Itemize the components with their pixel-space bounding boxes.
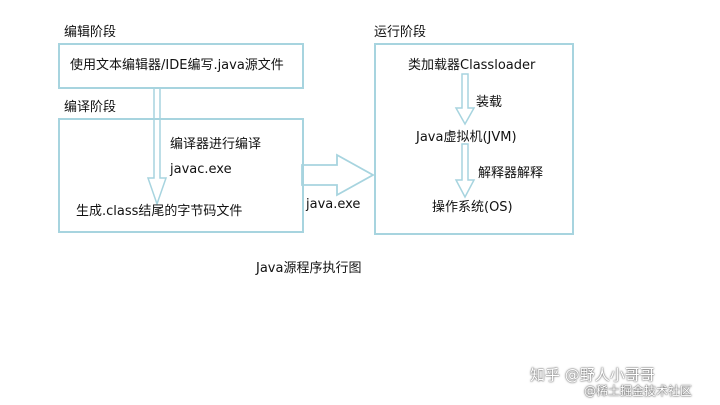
compile-to-run-arrow bbox=[301, 153, 375, 197]
compile-tool-label: javac.exe bbox=[170, 162, 232, 177]
edit-stage-box bbox=[58, 43, 304, 89]
run-os-label: 操作系统(OS) bbox=[432, 200, 513, 215]
compile-step-label: 编译器进行编译 bbox=[170, 137, 262, 152]
diagram-caption: Java源程序执行图 bbox=[256, 261, 362, 276]
run-stage-box bbox=[374, 43, 574, 235]
compile-stage-box bbox=[58, 118, 304, 233]
run-interpret-label: 解释器解释 bbox=[478, 166, 544, 181]
connector-label: java.exe bbox=[306, 197, 361, 212]
watermark-secondary: @稀土掘金技术社区 bbox=[584, 384, 693, 398]
run-loader-label: 类加载器Classloader bbox=[408, 58, 536, 73]
edit-stage-title: 编辑阶段 bbox=[64, 25, 117, 40]
run-jvm-label: Java虚拟机(JVM) bbox=[416, 130, 517, 145]
compile-stage-title: 编译阶段 bbox=[64, 100, 117, 115]
compile-result-label: 生成.class结尾的字节码文件 bbox=[76, 204, 243, 219]
run-load-label: 装载 bbox=[476, 95, 503, 110]
edit-stage-content: 使用文本编辑器/IDE编写.java源文件 bbox=[70, 58, 284, 73]
watermark-primary: 知乎 @野人小哥哥 bbox=[530, 366, 655, 384]
run-stage-title: 运行阶段 bbox=[374, 25, 427, 40]
